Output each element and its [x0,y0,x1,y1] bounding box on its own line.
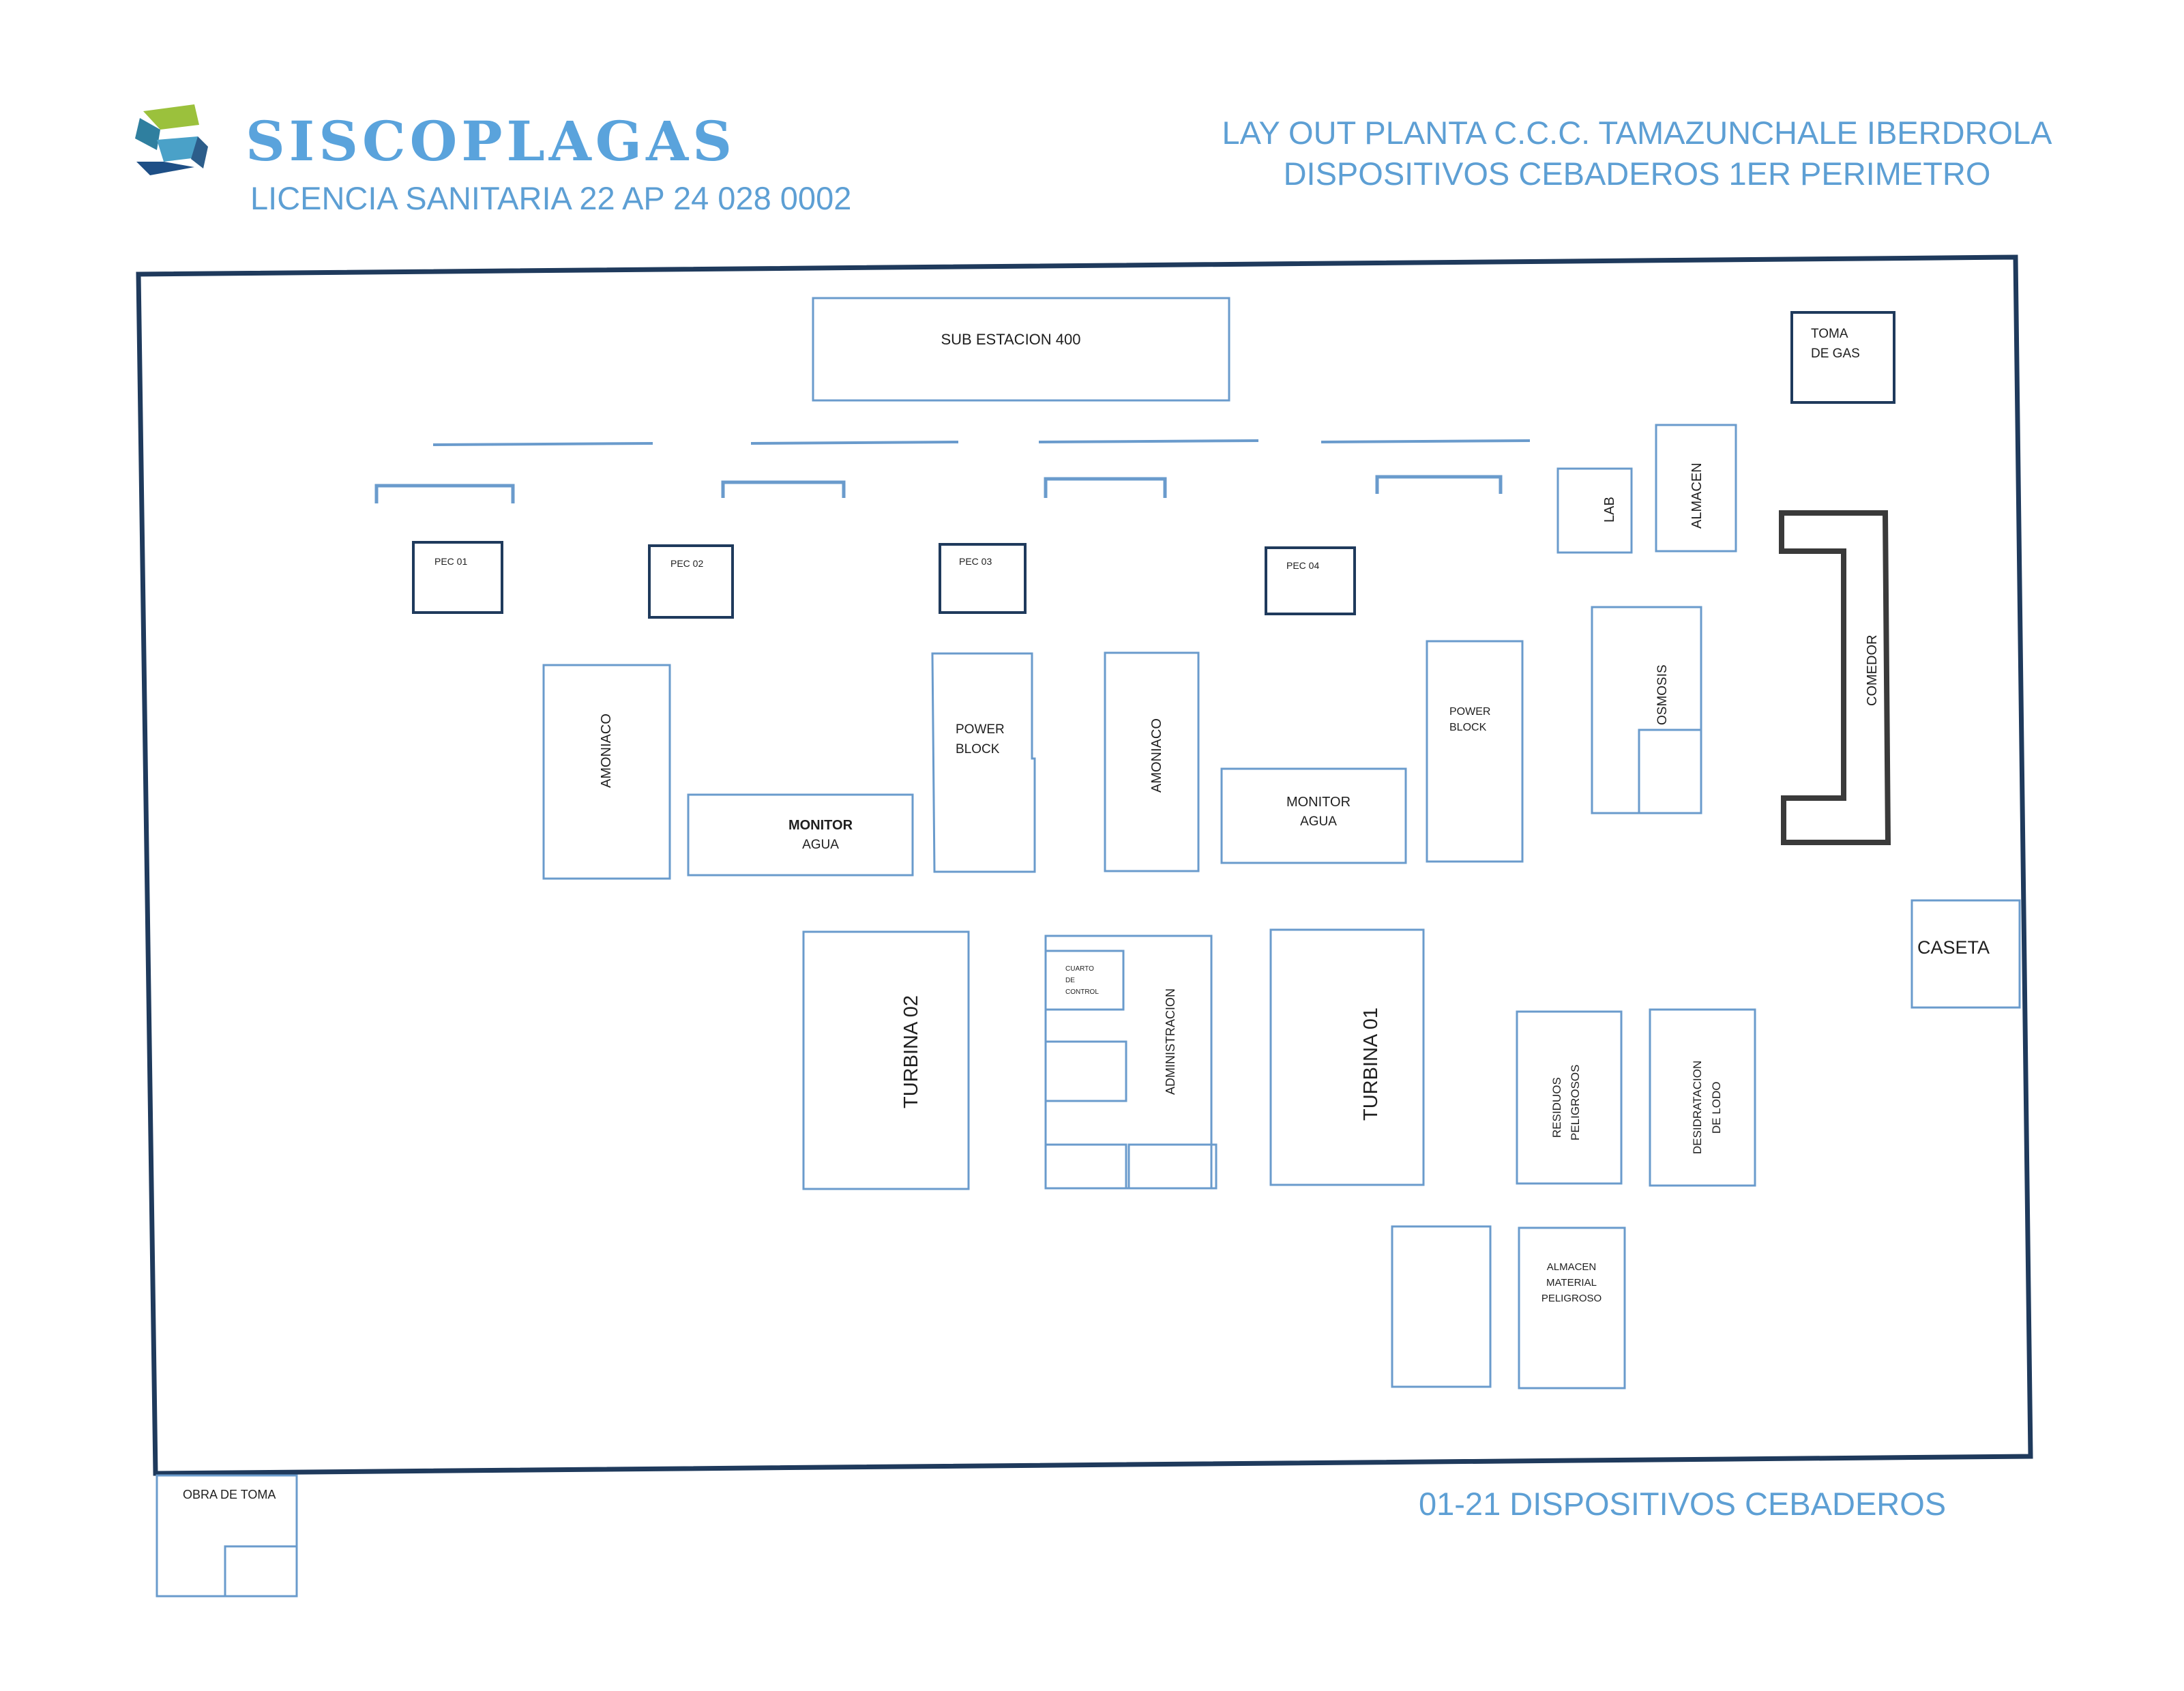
comedor-label: COMEDOR [1865,635,1880,706]
almacen-material-peligroso [1518,1226,1626,1389]
amoniaco-1 [542,664,671,880]
residuos-label-2: PELIGROSOS [1569,1065,1582,1141]
almacen-mat-label-2: MATERIAL [1546,1277,1597,1289]
bracket-3 [1044,477,1167,498]
footer-note: 01-21 DISPOSITIVOS CEBADEROS [1419,1486,1947,1522]
turbina-01-label: TURBINA 01 [1360,1008,1382,1121]
pec-04 [1265,546,1356,615]
sub-estacion-label: SUB ESTACION 400 [941,331,1081,348]
power-block-2-label-a: POWER [1449,706,1490,718]
caseta-label: CASETA [1917,937,1990,958]
residuos-peligrosos [1516,1010,1623,1185]
admin-room-2 [1044,1040,1127,1102]
administracion-label: ADMINISTRACION [1164,988,1177,1095]
line-4 [1320,439,1531,443]
caseta [1910,899,2021,1009]
pec-02 [648,544,734,619]
cuarto-label-2: DE [1065,977,1075,984]
line-1 [432,442,653,446]
amoniaco-2-label: AMONIACO [1149,718,1164,793]
s-arrows-logo-icon [135,104,208,175]
power-block-2-label-b: BLOCK [1449,722,1487,733]
desidratacion-de-lodo [1649,1008,1756,1187]
plant-perimeter [136,254,2033,1476]
turbina-01 [1269,928,1425,1186]
obra-de-toma-label: OBRA DE TOMA [183,1488,276,1501]
almacen-mat-label-1: ALMACEN [1547,1261,1597,1273]
almacen-mat-label-3: PELIGROSO [1541,1293,1602,1304]
power-block-1-label-b: BLOCK [956,742,1000,756]
cuarto-label-1: CUARTO [1065,965,1094,973]
osmosis-inner-room [1638,729,1702,814]
power-block-1-label-a: POWER [956,722,1005,737]
cuarto-de-control [1044,950,1125,1011]
almacen-label: ALMACEN [1689,462,1705,529]
pec-03 [939,543,1027,614]
toma-de-gas [1790,311,1895,404]
title-line-2: DISPOSITIVOS CEBADEROS 1ER PERIMETRO [1283,156,1991,192]
monitor-agua-2-label-a: MONITOR [1286,795,1351,810]
license-text: LICENCIA SANITARIA 22 AP 24 028 0002 [250,180,852,216]
monitor-agua-1-label-b: AGUA [802,838,839,852]
amoniaco-1-label: AMONIACO [599,714,614,788]
comedor [1779,510,1891,845]
pec-01 [412,541,503,614]
desidratacion-label-2: DE LODO [1710,1081,1723,1134]
cuarto-label-3: CONTROL [1065,988,1099,996]
title-line-1: LAY OUT PLANTA C.C.C. TAMAZUNCHALE IBERD… [1222,115,2052,151]
pec-03-label: PEC 03 [959,556,992,567]
line-3 [1038,439,1259,443]
pec-04-label: PEC 04 [1286,560,1319,571]
unlabeled-building [1391,1225,1492,1388]
sub-estacion-400 [812,297,1230,402]
bracket-2 [721,480,846,498]
power-block-2 [1426,640,1524,863]
toma-de-gas-label-2: DE GAS [1811,347,1860,361]
monitor-agua-1 [687,793,914,877]
lab-label: LAB [1602,497,1617,523]
monitor-agua-1-label-a: MONITOR [788,818,853,833]
turbina-02-label: TURBINA 02 [900,995,922,1108]
bracket-4 [1375,475,1503,494]
admin-room-4 [1127,1143,1218,1190]
bracket-1 [374,484,515,503]
admin-room-3 [1044,1143,1127,1190]
desidratacion-label-1: DESIDRATACION [1691,1061,1704,1154]
lab [1556,467,1633,554]
osmosis-label: OSMOSIS [1655,664,1670,725]
obra-de-toma-inner [224,1545,298,1598]
brand-name: SISCOPLAGAS [246,109,736,173]
toma-de-gas-label-1: TOMA [1811,327,1848,341]
amoniaco-2 [1104,651,1200,872]
power-block-1 [931,652,1036,873]
line-2 [750,441,959,445]
turbina-02 [802,930,970,1190]
pec-01-label: PEC 01 [434,556,467,567]
residuos-label-1: RESIDUOS [1550,1077,1563,1138]
pec-02-label: PEC 02 [670,558,703,569]
almacen [1655,424,1737,553]
osmosis [1591,606,1702,814]
page-title: LAY OUT PLANTA C.C.C. TAMAZUNCHALE IBERD… [1160,113,2114,194]
monitor-agua-2 [1220,767,1407,864]
monitor-agua-2-label-b: AGUA [1300,814,1337,829]
